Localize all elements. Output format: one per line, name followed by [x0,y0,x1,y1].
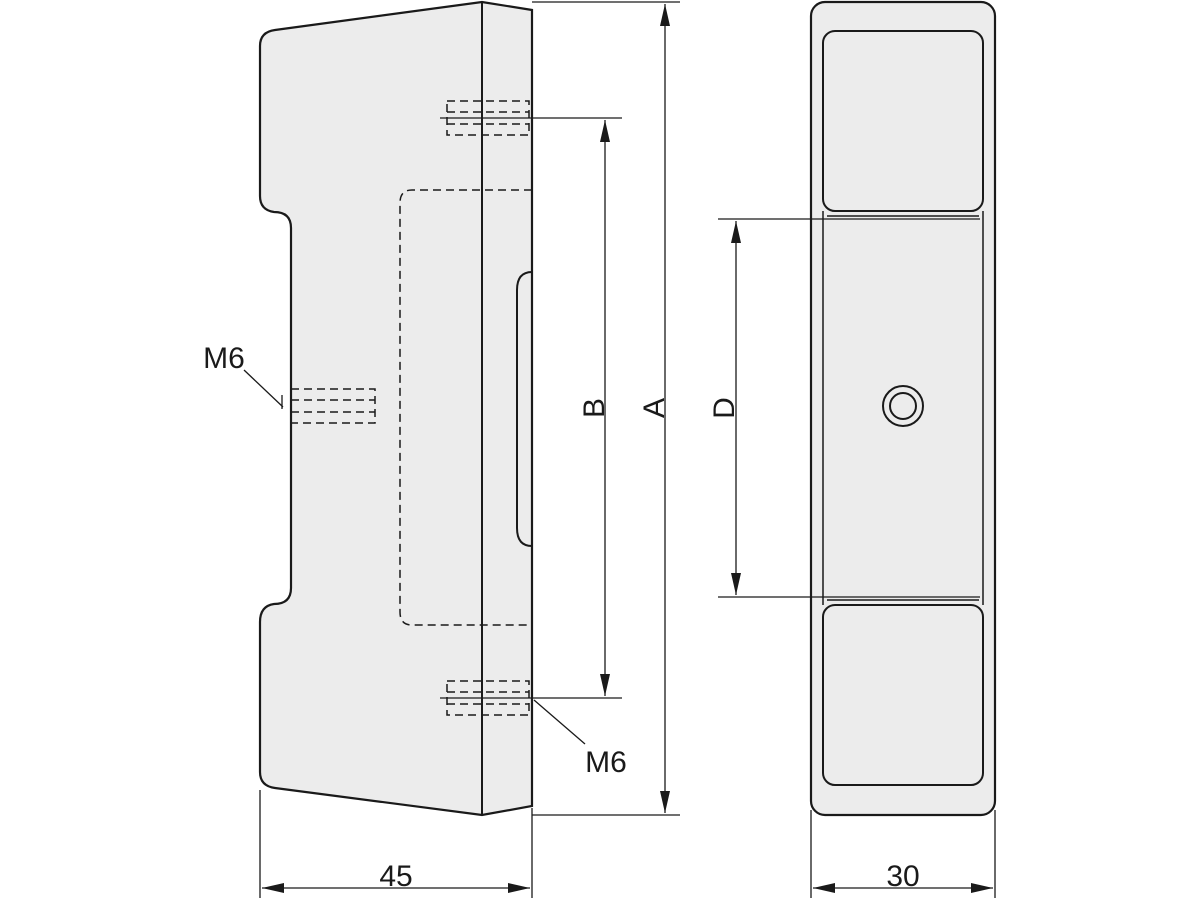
side-view-body [258,0,534,817]
front-view-top-pad [822,30,984,212]
side-view-groove [516,271,533,547]
left-thread-hole [290,388,376,424]
center-hole-icon [882,385,924,427]
front-view-bottom-pad [822,604,984,786]
front-view [809,0,997,817]
dimension-b-label: B [578,398,611,418]
thread-label-bottom: M6 [585,746,627,779]
width-label-side: 45 [379,860,412,893]
m6-left-leader [243,369,284,408]
thread-label-left: M6 [203,342,245,375]
dimension-lines [243,1,996,898]
dimension-a-label: A [638,398,671,418]
width-label-front: 30 [886,860,919,893]
m6-bottom-leader [533,699,586,745]
dimension-d-label: D [708,397,741,419]
side-view [258,0,534,817]
side-view-hidden-pocket [399,189,532,626]
labels: M6 M6 A B D 45 30 [203,342,920,893]
front-view-body [809,0,997,817]
